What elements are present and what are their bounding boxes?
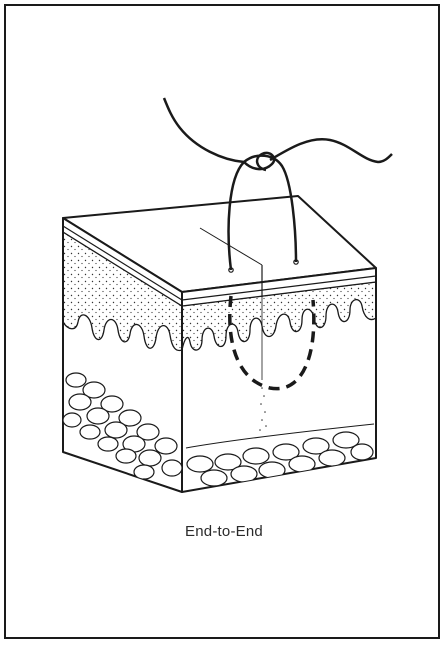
suture-tail-right: [270, 139, 392, 162]
figure-caption: End-to-End: [0, 523, 448, 540]
suture-tail-left: [164, 98, 244, 162]
